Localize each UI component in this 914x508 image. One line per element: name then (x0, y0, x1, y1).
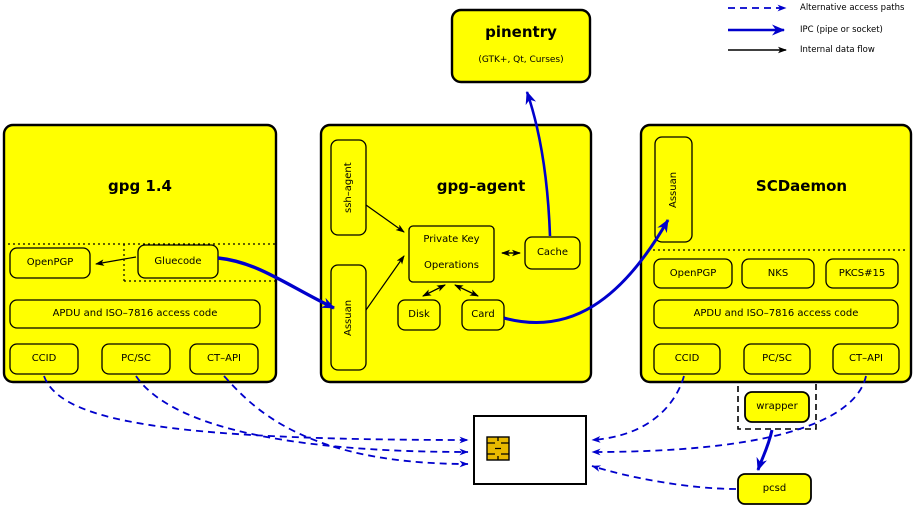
scd-openpgp-box[interactable] (653, 258, 733, 289)
alt-gpg-ctapi-to-card (223, 375, 469, 468)
scd-apdu-box[interactable] (653, 299, 899, 329)
legend-internal-flow-label: Internal data flow (800, 45, 875, 55)
gpg-openpgp-box[interactable] (9, 247, 91, 279)
agent-card-box[interactable] (461, 299, 505, 331)
wrapper-box[interactable] (744, 391, 810, 423)
wrapper-dashed-region (737, 381, 817, 430)
agent-cache-box[interactable] (524, 236, 581, 270)
ipc-gpg-to-gpg-agent (217, 256, 335, 310)
flow-disk-to-pko (422, 284, 446, 297)
flow-assuan-to-pko (365, 255, 405, 311)
agent-disk-box[interactable] (397, 299, 441, 331)
scd-ctapi-box[interactable] (832, 343, 900, 375)
gpg-pcsc-box[interactable] (101, 343, 171, 375)
scd-pcsc-box[interactable] (743, 343, 811, 375)
flow-card-to-pko (454, 284, 479, 297)
flow-gluecode-to-openpgp (95, 256, 137, 266)
gpg-ccid-box[interactable] (9, 343, 79, 375)
scd-ccid-box[interactable] (653, 343, 721, 375)
agent-ssh-agent-box[interactable] (330, 139, 367, 236)
scd-assuan-box[interactable] (654, 136, 693, 243)
alt-gpg-ccid-to-card (43, 375, 469, 444)
alt-gpg-pcsc-to-card (135, 375, 469, 456)
ipc-cache-to-pinentry (525, 91, 552, 237)
gpg-gluecode-box[interactable] (137, 244, 219, 279)
legend-alt-paths-label: Alternative access paths (800, 3, 905, 13)
gpg-ctapi-box[interactable] (189, 343, 259, 375)
pinentry-box[interactable] (450, 8, 592, 84)
pcsd-box[interactable] (737, 473, 812, 505)
ipc-card-to-scdaemon (503, 219, 670, 324)
legend-ipc-label: IPC (pipe or socket) (800, 25, 883, 35)
agent-assuan-box[interactable] (330, 264, 367, 371)
gpg-openpgp-dotted-region (8, 243, 278, 282)
alt-scd-ccid-to-card (591, 375, 685, 443)
alt-pcsd-to-card (591, 465, 737, 490)
gpg-apdu-box[interactable] (9, 299, 261, 329)
alt-scd-ctapi-to-card (591, 375, 867, 456)
agent-private-key-ops-box[interactable] (408, 225, 495, 283)
flow-ssh-agent-to-pko (365, 204, 405, 233)
scd-pkcs15-box[interactable] (825, 258, 899, 289)
ipc-wrapper-to-pcsd (756, 429, 774, 471)
scd-nks-box[interactable] (741, 258, 815, 289)
smart-card-chip-icon (486, 436, 510, 461)
